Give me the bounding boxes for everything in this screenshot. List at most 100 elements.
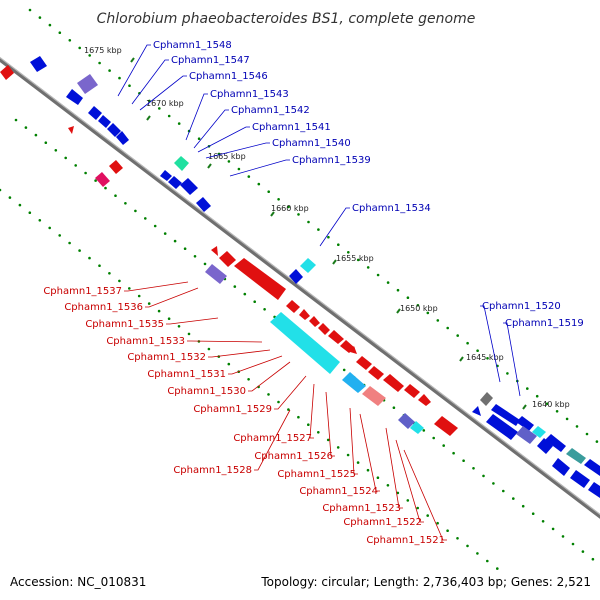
gene-arrow[interactable] [309, 316, 320, 327]
gene-arrow[interactable] [219, 251, 236, 267]
gene-label[interactable]: Cphamn1_1539 [292, 155, 371, 166]
genome-summary-text: Topology: circular; Length: 2,736,403 bp… [260, 575, 591, 589]
tick-dot [34, 133, 38, 137]
scale-labels: 1675 kbp 1670 kbp 1665 kbp 1660 kbp 1655… [84, 46, 570, 409]
gene-label[interactable]: Cphamn1_1528 [173, 465, 252, 476]
gene-arrow[interactable] [205, 264, 227, 284]
gene-arrow[interactable] [570, 470, 590, 488]
gene-arrow[interactable] [486, 414, 518, 440]
gene-label[interactable]: Cphamn1_1523 [322, 503, 401, 514]
gene-arrow[interactable] [418, 394, 431, 406]
gene-arrow[interactable] [299, 309, 310, 320]
gene-arrow[interactable] [342, 372, 366, 393]
gene-label[interactable]: Cphamn1_1526 [254, 451, 333, 462]
gene-label[interactable]: Cphamn1_1521 [366, 535, 445, 546]
gene-arrow[interactable] [289, 269, 303, 284]
gene-arrow[interactable] [356, 356, 372, 370]
gene-label[interactable]: Cphamn1_1548 [153, 40, 232, 51]
tick-dot [118, 76, 121, 80]
tick-dot [173, 239, 177, 243]
gene-arrow[interactable] [30, 56, 47, 72]
gene-arrow[interactable] [537, 438, 553, 454]
gene-arrow[interactable] [270, 312, 340, 374]
gene-arrow[interactable] [398, 413, 415, 429]
gene-label[interactable]: Cphamn1_1536 [64, 302, 143, 313]
gene-label[interactable]: Cphamn1_1519 [505, 318, 584, 329]
gene-arrow[interactable] [211, 246, 218, 256]
gene-arrow[interactable] [107, 123, 121, 137]
gene-label[interactable]: Cphamn1_1520 [482, 301, 561, 312]
tick-dot [177, 122, 181, 125]
gene-arrow[interactable] [174, 156, 189, 171]
gene-arrow[interactable] [516, 416, 534, 431]
gene-arrow[interactable] [77, 74, 98, 94]
gene-label[interactable]: Cphamn1_1543 [210, 89, 289, 100]
gene-arrow[interactable] [109, 160, 123, 174]
gene-label[interactable]: Cphamn1_1529 [193, 404, 272, 415]
tick-dot [386, 281, 390, 284]
gene-arrow[interactable] [98, 115, 111, 128]
tick-dot [177, 325, 181, 328]
gene-arrow[interactable] [362, 386, 386, 406]
gene-label[interactable]: Cphamn1_1522 [343, 517, 422, 528]
gene-arrow[interactable] [434, 416, 458, 436]
gene-label[interactable]: Cphamn1_1540 [272, 138, 351, 149]
gene-arrow[interactable] [160, 170, 172, 181]
gene-arrow[interactable] [286, 300, 300, 313]
gene-arrow[interactable] [532, 426, 546, 438]
tick-dot [257, 182, 261, 186]
forward-strand-genes [68, 126, 458, 436]
gene-arrow[interactable] [472, 406, 481, 416]
tick-dot [565, 417, 569, 421]
gene-label[interactable]: Cphamn1_1547 [171, 55, 250, 66]
gene-label[interactable]: Cphamn1_1524 [299, 486, 378, 497]
tick-dot [307, 220, 310, 224]
tick-dot [386, 484, 390, 487]
gene-arrow[interactable] [340, 340, 355, 353]
gene-arrow[interactable] [116, 131, 129, 145]
gene-label[interactable]: Cphamn1_1525 [277, 469, 356, 480]
gene-label[interactable]: Cphamn1_1527 [233, 433, 312, 444]
gene-arrow[interactable] [480, 392, 493, 406]
gene-arrow[interactable] [552, 458, 570, 476]
gene-arrow[interactable] [368, 366, 384, 380]
gene-label[interactable]: Cphamn1_1542 [231, 105, 310, 116]
gene-arrow[interactable] [0, 65, 14, 80]
gene-arrow[interactable] [566, 448, 586, 464]
gene-label[interactable]: Cphamn1_1531 [147, 369, 226, 380]
tick-dot [506, 372, 509, 375]
gene-arrow[interactable] [410, 421, 424, 434]
gene-arrow[interactable] [404, 384, 420, 398]
gene-arrow[interactable] [588, 482, 600, 498]
gene-label[interactable]: Cphamn1_1534 [352, 203, 431, 214]
gene-label[interactable]: Cphamn1_1537 [43, 286, 122, 297]
gene-label[interactable]: Cphamn1_1530 [167, 386, 246, 397]
gene-label[interactable]: Cphamn1_1532 [127, 352, 206, 363]
gene-arrow[interactable] [68, 126, 74, 134]
gene-arrow[interactable] [383, 374, 404, 392]
gene-arrow[interactable] [300, 258, 316, 273]
gene-arrow[interactable] [180, 178, 198, 195]
gene-arrow[interactable] [318, 323, 330, 335]
scale-label: 1675 kbp [84, 46, 122, 55]
gene-arrow[interactable] [234, 258, 286, 300]
gene-arrow[interactable] [350, 346, 357, 354]
gene-label[interactable]: Cphamn1_1535 [85, 319, 164, 330]
gene-label[interactable]: Cphamn1_1546 [189, 71, 268, 82]
tick-dot [104, 186, 107, 190]
gene-arrow[interactable] [584, 459, 600, 476]
gene-arrow[interactable] [88, 106, 102, 120]
gene-arrow[interactable] [66, 89, 83, 105]
tick-dot [78, 46, 81, 50]
tick-dot [317, 228, 320, 231]
gene-label[interactable]: Cphamn1_1541 [252, 122, 331, 133]
gene-arrow[interactable] [328, 330, 344, 344]
gene-arrow[interactable] [196, 197, 211, 212]
tick-dot [396, 288, 400, 292]
gene-arrow[interactable] [545, 434, 566, 452]
gene-arrow[interactable] [491, 404, 520, 426]
gene-arrow[interactable] [168, 176, 182, 189]
gene-arrow[interactable] [516, 426, 537, 444]
gene-arrow[interactable] [95, 172, 110, 187]
gene-label[interactable]: Cphamn1_1533 [106, 336, 185, 347]
